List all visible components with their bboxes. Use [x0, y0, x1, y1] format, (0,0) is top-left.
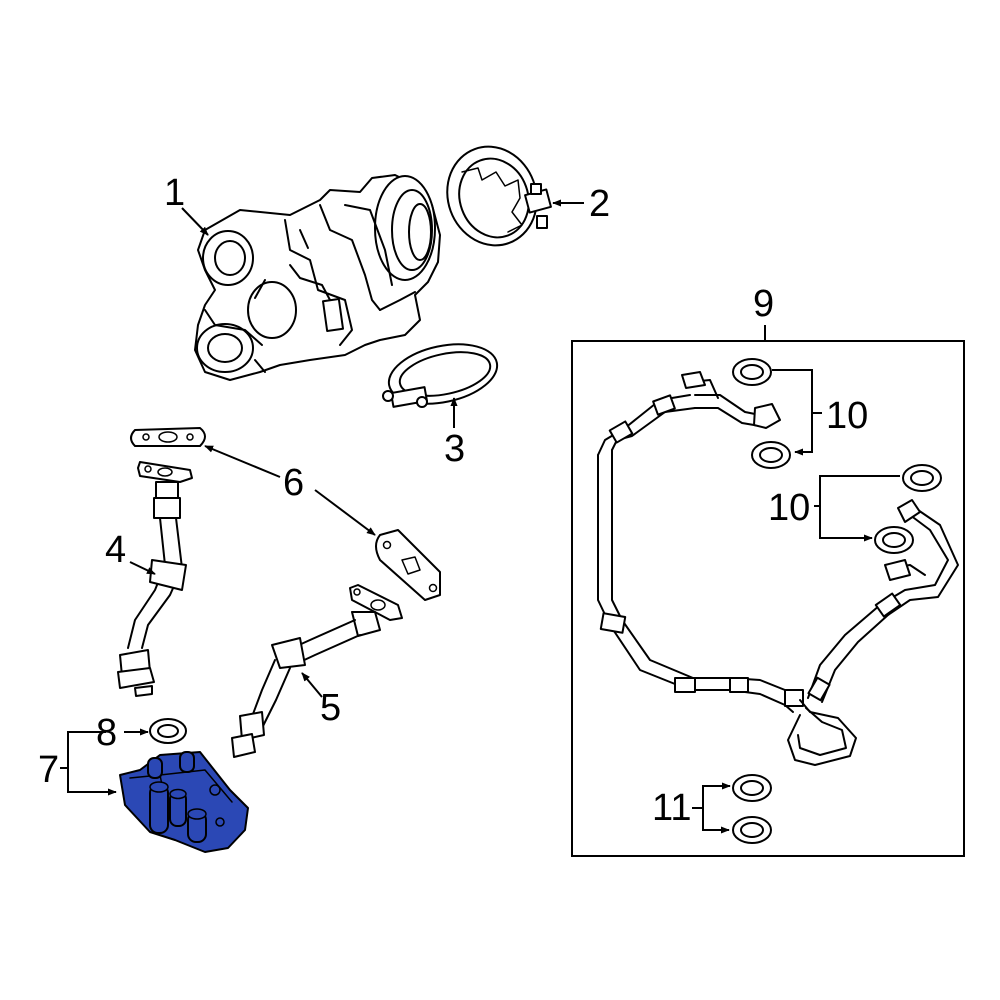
callout-1: 1: [164, 172, 185, 214]
seal-ring-10-b: [751, 441, 791, 469]
callout-4: 4: [105, 529, 126, 571]
bracket-boss-4: [147, 757, 163, 779]
callout-6: 6: [283, 462, 304, 504]
seal-ring-10-d: [874, 526, 914, 554]
seal-ring-10-a: [732, 358, 772, 386]
callout-10-upper: 10: [826, 395, 868, 437]
turbocharger: [194, 174, 441, 381]
callout-8: 8: [96, 712, 117, 754]
bracket-boss-5: [179, 751, 195, 773]
oil-line-4: [117, 461, 193, 697]
leader-lines: [60, 199, 900, 834]
oil-bracket-7-highlighted: [119, 751, 249, 853]
gasket-lower: [375, 529, 441, 601]
seal-ring-8: [149, 718, 187, 744]
callout-3: 3: [444, 428, 465, 470]
seal-ring-10-c: [902, 464, 942, 492]
seal-ring-11-a: [732, 774, 772, 802]
callout-7: 7: [38, 749, 59, 791]
callout-10-lower: 10: [768, 487, 810, 529]
gasket-upper: [130, 427, 206, 447]
coolant-lines-9: [597, 371, 959, 766]
seal-ring-11-b: [732, 816, 772, 844]
oil-line-5: [231, 584, 403, 758]
v-band-clamp-lower: [382, 343, 499, 408]
callout-9: 9: [753, 283, 774, 325]
callout-5: 5: [320, 687, 341, 729]
v-band-clamp-upper: [446, 145, 552, 247]
kit-box-9: [571, 340, 965, 857]
callout-11: 11: [652, 787, 691, 829]
callout-2: 2: [589, 183, 610, 225]
